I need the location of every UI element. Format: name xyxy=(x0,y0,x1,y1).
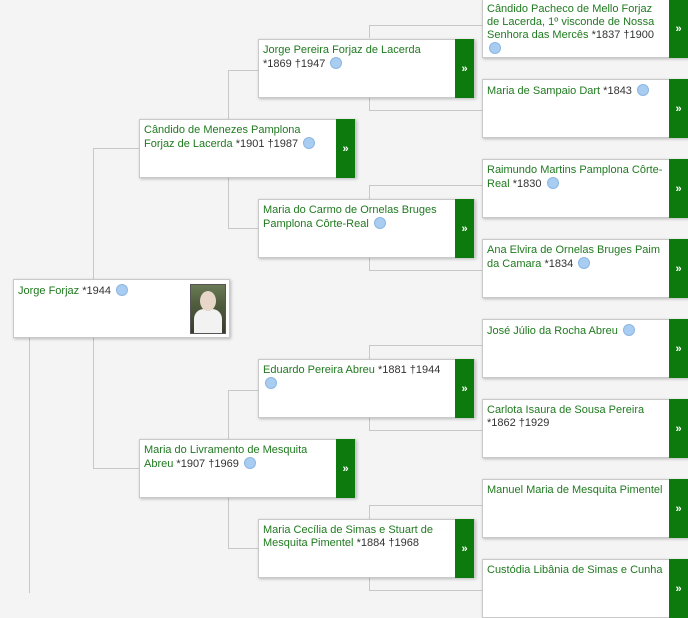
person-name[interactable]: Jorge Forjaz xyxy=(18,285,80,297)
person-dates: *1834 xyxy=(544,258,574,270)
person-card-great-grandparent[interactable]: Raimundo Martins Pamplona Côrte-Real *18… xyxy=(482,159,688,218)
person-card-mother[interactable]: Maria do Livramento de Mesquita Abreu *1… xyxy=(139,439,356,498)
info-dot-icon[interactable] xyxy=(622,324,635,336)
person-name[interactable]: Maria de Sampaio Dart xyxy=(487,85,601,97)
info-dot-icon[interactable] xyxy=(265,377,277,389)
person-name[interactable]: Cândido de Menezes Pamplona Forjaz de La… xyxy=(144,124,301,150)
person-name[interactable]: Ana Elvira de Ornelas Bruges Paim da Cam… xyxy=(487,244,661,270)
expand-ancestors-button[interactable]: » xyxy=(455,39,474,98)
person-card-great-grandparent[interactable]: José Júlio da Rocha Abreu » xyxy=(482,319,688,378)
expand-ancestors-button[interactable]: » xyxy=(669,479,688,538)
person-dates: *1881 †1944 xyxy=(377,364,441,376)
person-name[interactable]: Raimundo Martins Pamplona Côrte-Real xyxy=(487,164,663,190)
info-dot-icon[interactable] xyxy=(373,217,386,229)
expand-ancestors-button[interactable]: » xyxy=(669,559,688,618)
person-card-great-grandparent[interactable]: Cândido Pacheco de Mello Forjaz de Lacer… xyxy=(482,0,688,58)
person-dates: *1837 †1900 xyxy=(591,29,654,41)
person-name[interactable]: Maria do Carmo de Ornelas Bruges Pamplon… xyxy=(263,204,437,230)
expand-ancestors-button[interactable]: » xyxy=(455,359,474,418)
person-dates: *1907 †1969 xyxy=(176,458,239,470)
person-card-root[interactable]: Jorge Forjaz *1944 xyxy=(13,279,230,338)
person-card-grandparent[interactable]: Jorge Pereira Forjaz de Lacerda *1869 †1… xyxy=(258,39,475,98)
person-dates: *1830 xyxy=(512,178,542,190)
expand-ancestors-button[interactable]: » xyxy=(455,519,474,578)
person-card-great-grandparent[interactable]: Custódia Libânia de Simas e Cunha » xyxy=(482,559,688,618)
person-name[interactable]: Maria Cecília de Simas e Stuart de Mesqu… xyxy=(263,524,433,549)
expand-ancestors-button[interactable]: » xyxy=(669,159,688,218)
person-card-father[interactable]: Cândido de Menezes Pamplona Forjaz de La… xyxy=(139,119,356,178)
expand-ancestors-button[interactable]: » xyxy=(669,79,688,138)
person-dates: *1901 †1987 xyxy=(235,138,299,150)
person-card-grandparent[interactable]: Maria do Carmo de Ornelas Bruges Pamplon… xyxy=(258,199,475,258)
expand-ancestors-button[interactable]: » xyxy=(669,319,688,378)
person-dates: *1944 xyxy=(82,285,111,297)
person-name[interactable]: Maria do Livramento de Mesquita Abreu xyxy=(144,444,308,470)
person-card-grandparent[interactable]: Eduardo Pereira Abreu *1881 †1944 » xyxy=(258,359,475,418)
person-dates: *1862 †1929 xyxy=(487,417,550,429)
person-dates: *1884 †1968 xyxy=(356,537,419,549)
info-dot-icon[interactable] xyxy=(546,177,559,189)
info-dot-icon[interactable] xyxy=(330,57,343,69)
person-card-great-grandparent[interactable]: Manuel Maria de Mesquita Pimentel » xyxy=(482,479,688,538)
person-name[interactable]: José Júlio da Rocha Abreu xyxy=(487,325,618,337)
info-dot-icon[interactable] xyxy=(637,84,649,96)
expand-ancestors-button[interactable]: » xyxy=(336,439,355,498)
person-card-great-grandparent[interactable]: Carlota Isaura de Sousa Pereira *1862 †1… xyxy=(482,399,688,458)
person-name[interactable]: Custódia Libânia de Simas e Cunha xyxy=(487,564,663,576)
info-dot-icon[interactable] xyxy=(489,42,501,54)
person-name[interactable]: Carlota Isaura de Sousa Pereira xyxy=(487,404,645,416)
expand-ancestors-button[interactable]: » xyxy=(669,239,688,298)
person-card-great-grandparent[interactable]: Maria de Sampaio Dart *1843 » xyxy=(482,79,688,138)
info-dot-icon[interactable] xyxy=(243,457,256,469)
person-name[interactable]: Eduardo Pereira Abreu xyxy=(263,364,375,376)
person-name[interactable]: Manuel Maria de Mesquita Pimentel xyxy=(487,484,663,496)
person-name[interactable]: Cândido Pacheco de Mello Forjaz de Lacer… xyxy=(487,3,655,41)
person-photo xyxy=(190,284,226,334)
info-dot-icon[interactable] xyxy=(116,284,129,296)
person-card-great-grandparent[interactable]: Ana Elvira de Ornelas Bruges Paim da Cam… xyxy=(482,239,688,298)
info-dot-icon[interactable] xyxy=(303,137,316,149)
expand-ancestors-button[interactable]: » xyxy=(455,199,474,258)
expand-ancestors-button[interactable]: » xyxy=(669,0,688,58)
person-dates: *1843 xyxy=(603,85,632,97)
expand-ancestors-button[interactable]: » xyxy=(336,119,355,178)
info-dot-icon[interactable] xyxy=(578,257,591,269)
expand-ancestors-button[interactable]: » xyxy=(669,399,688,458)
person-card-grandparent[interactable]: Maria Cecília de Simas e Stuart de Mesqu… xyxy=(258,519,475,578)
person-name[interactable]: Jorge Pereira Forjaz de Lacerda xyxy=(263,44,421,56)
person-dates: *1869 †1947 xyxy=(263,58,326,70)
